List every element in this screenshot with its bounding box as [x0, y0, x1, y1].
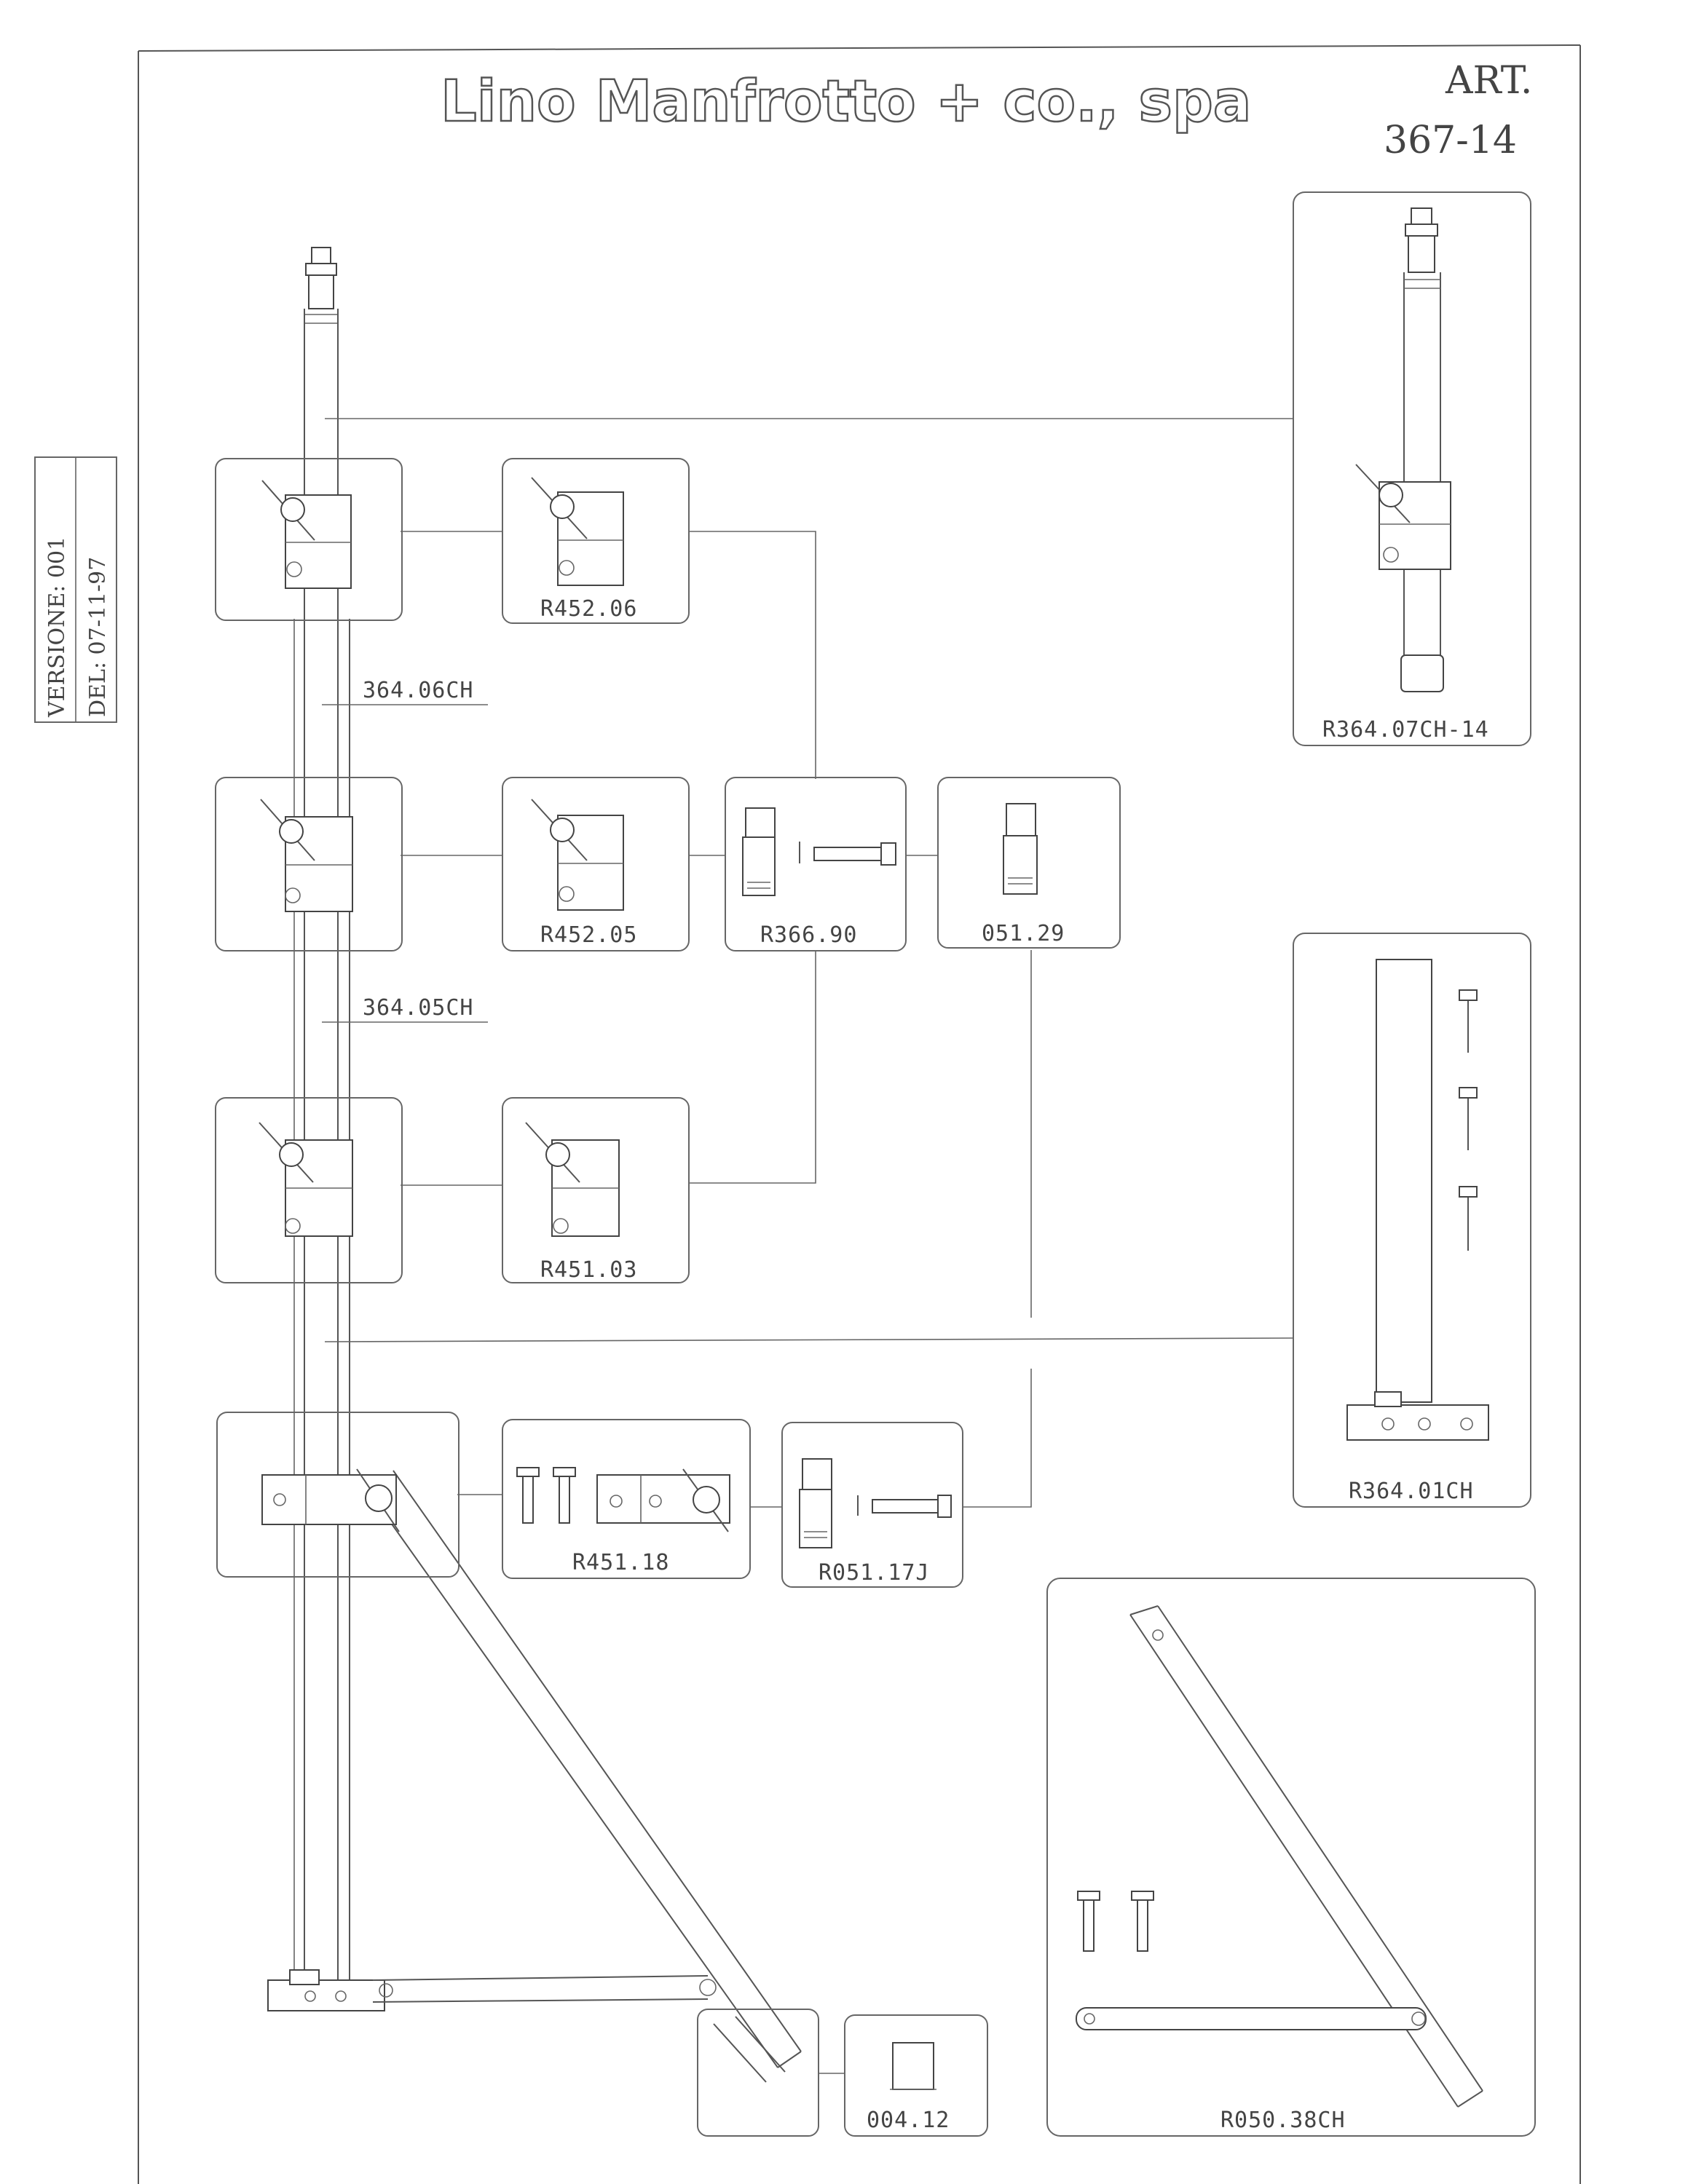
part-box-r364-01ch: R364.01CH: [1293, 933, 1531, 1508]
part-label-004-12: 004.12: [867, 2108, 950, 2133]
stand-clamp-box-3: [215, 1097, 403, 1283]
stand-hinge-box: [216, 1412, 460, 1578]
part-label-r451-03: R451.03: [540, 1257, 637, 1283]
tube-label-364-06ch: 364.06CH: [363, 678, 474, 703]
frame-top-edge: [138, 44, 1581, 52]
part-box-004-12: 004.12: [844, 2014, 988, 2137]
part-box-r451-18: R451.18: [502, 1419, 751, 1579]
part-label-r051-17j: R051.17J: [819, 1560, 930, 1586]
part-box-r452-05: R452.05: [502, 777, 690, 951]
part-label-r364-07ch-14: R364.07CH-14: [1322, 717, 1489, 743]
part-box-r050-38ch: R050.38CH: [1046, 1578, 1536, 2137]
company-title: Lino Manfrotto + co., spa: [441, 69, 1251, 135]
part-box-r451-03: R451.03: [502, 1097, 690, 1283]
foot-detail-box: [697, 2009, 819, 2137]
part-label-r050-38ch: R050.38CH: [1220, 2108, 1346, 2133]
part-label-051-29: 051.29: [982, 921, 1065, 946]
version-tab: VERSIONE: 001 DEL: 07-11-97: [34, 456, 117, 723]
leader-lines: [322, 418, 1294, 2074]
part-box-r364-07ch-14: R364.07CH-14: [1293, 191, 1531, 746]
part-label-r366-90: R366.90: [760, 922, 857, 948]
stand-clamp-box-1: [215, 458, 403, 621]
part-label-r452-06: R452.06: [540, 596, 637, 622]
part-label-r452-05: R452.05: [540, 922, 637, 948]
part-box-r452-06: R452.06: [502, 458, 690, 624]
date-text: DEL: 07-11-97: [85, 557, 111, 717]
part-box-r366-90: R366.90: [725, 777, 907, 951]
version-text: VERSIONE: 001: [44, 537, 70, 718]
art-label: ART.: [1445, 59, 1532, 103]
tube-label-364-05ch: 364.05CH: [363, 995, 474, 1021]
stand-clamp-box-2: [215, 777, 403, 951]
part-label-r451-18: R451.18: [572, 1550, 669, 1575]
part-box-051-29: 051.29: [937, 777, 1121, 949]
part-label-r364-01ch: R364.01CH: [1349, 1479, 1474, 1504]
art-number: 367-14: [1384, 119, 1517, 162]
part-box-r051-17j: R051.17J: [781, 1422, 963, 1588]
